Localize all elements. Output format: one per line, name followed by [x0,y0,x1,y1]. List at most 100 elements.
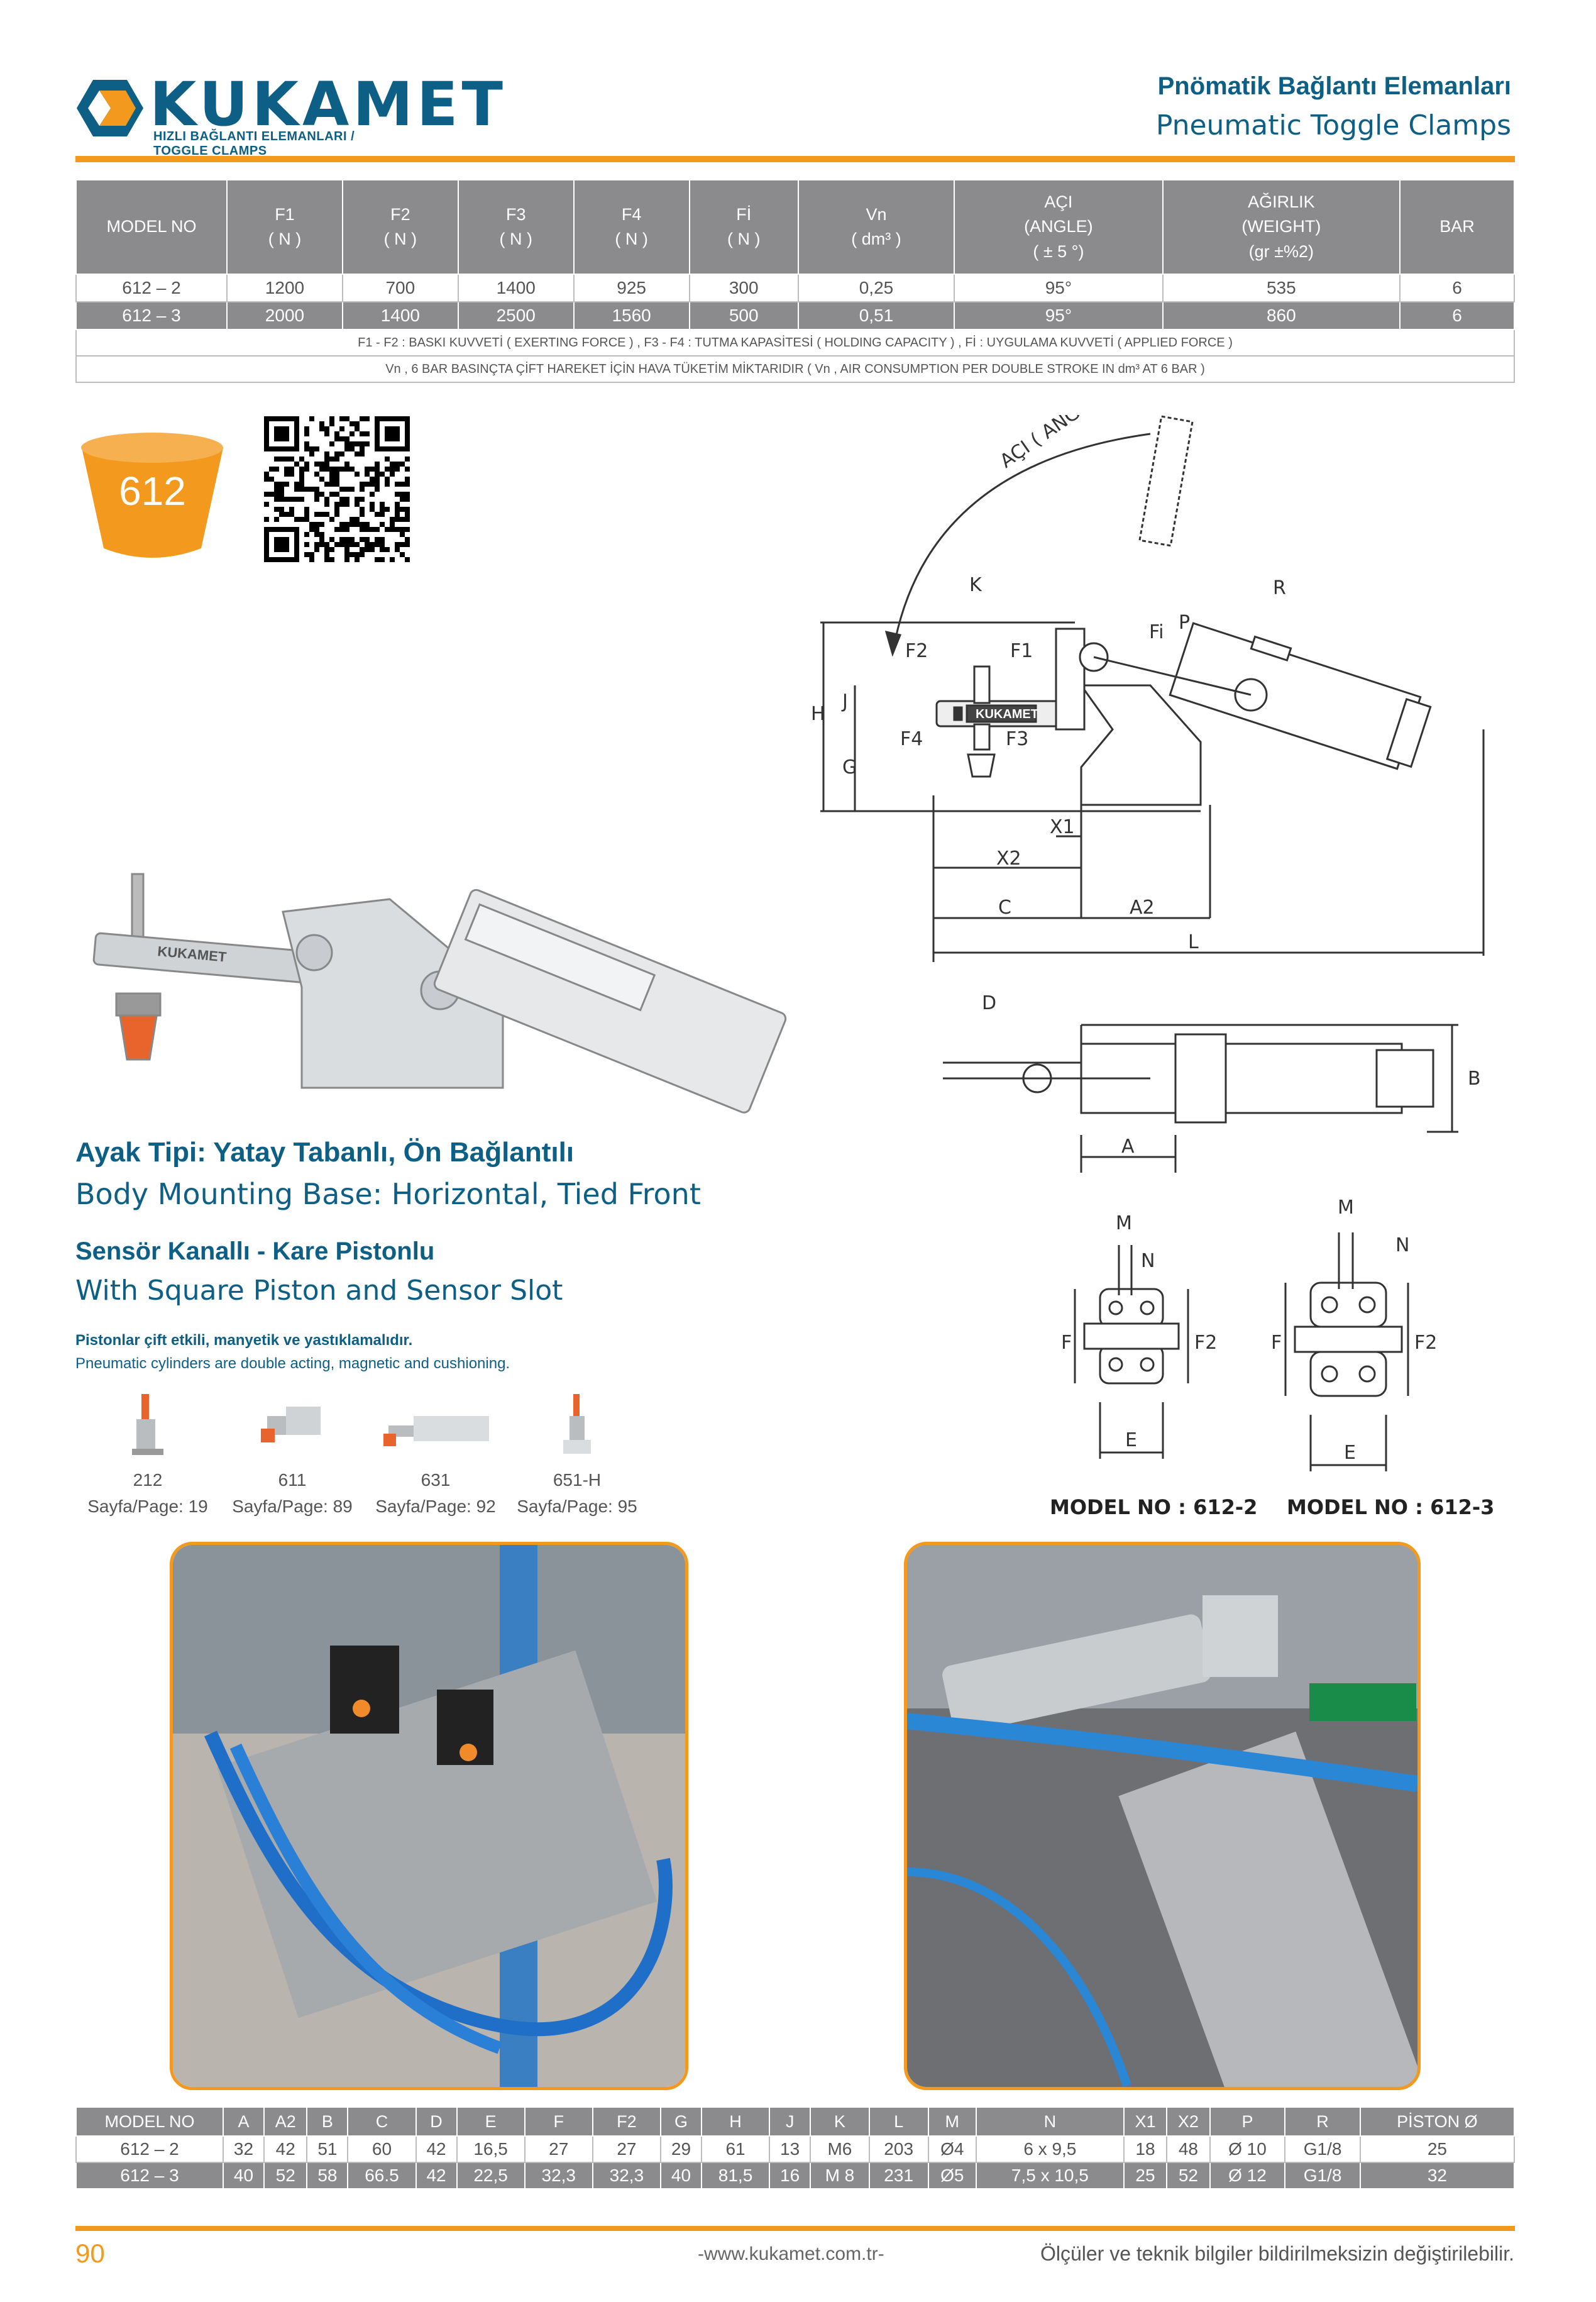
dims-col-header: N [975,2106,1125,2137]
table-cell: 500 [688,301,799,330]
dim-label-f-left: F [1061,1332,1072,1354]
table-cell: 6 [1399,274,1516,302]
table-cell: 612 – 2 [75,274,228,302]
table-cell: 1400 [457,274,575,302]
title-en: Pneumatic Toggle Clamps [1155,109,1511,141]
table-row: 612 – 2 1200 700 1400 925 300 0,25 95° 5… [75,274,1516,302]
table-cell: 1200 [226,274,343,302]
badge-label: 612 [119,468,186,514]
related-product[interactable]: 651-H Sayfa/Page: 95 [505,1391,649,1517]
table-row: 612 – 3 2000 1400 2500 1560 500 0,51 95°… [75,301,1516,330]
table-cell: 60 [347,2135,417,2163]
col-model: MODEL NO [75,179,228,275]
table-cell: 27 [592,2135,661,2163]
related-model: 611 [278,1470,307,1490]
dims-col-header: H [700,2106,771,2137]
dim-label-m-right: M [1338,1197,1354,1219]
application-photo-1 [170,1542,688,2090]
model-label-612-3: MODEL NO : 612-3 [1287,1495,1495,1519]
table-cell: 612 – 3 [75,2162,224,2189]
dim-label-l: L [1188,931,1199,953]
table-cell: 612 – 3 [75,301,228,330]
dim-label-h: H [811,703,825,725]
table-cell: Ø 10 [1209,2135,1286,2163]
table-cell: 32,3 [524,2162,593,2189]
force-label-f2: F2 [905,640,928,662]
col-angle: AÇI(ANGLE)( ± 5 °) [954,179,1164,275]
dim-label-e-right: E [1344,1442,1356,1464]
related-product[interactable]: 611 Sayfa/Page: 89 [220,1391,365,1517]
related-product[interactable]: 631 Sayfa/Page: 92 [363,1391,508,1517]
table-cell: 860 [1162,301,1401,330]
table-cell: 6 x 9,5 [975,2135,1125,2163]
dim-label-x2: X2 [996,848,1021,870]
col-f3: F3( N ) [457,179,575,275]
table-cell: 81,5 [700,2162,771,2189]
related-page: Sayfa/Page: 92 [375,1497,496,1516]
related-model: 631 [421,1470,451,1490]
table-cell: 32 [1359,2162,1516,2189]
force-label-f4: F4 [900,728,923,750]
force-label-f3: F3 [1006,728,1028,750]
col-vn: Vn( dm³ ) [797,179,955,275]
dim-label-fi: Fi [1149,621,1164,643]
brand-tagline: HIZLI BAĞLANTI ELEMANLARI / TOGGLE CLAMP… [153,130,355,158]
table-cell: 1560 [573,301,690,330]
brand-logo: KUKAMET HIZLI BAĞLANTI ELEMANLARI / TOGG… [75,68,503,158]
col-fi: Fİ( N ) [688,179,799,275]
table-cell: 0,25 [797,274,955,302]
table-cell: 52 [263,2162,308,2189]
dim-label-x1: X1 [1050,816,1075,838]
table-cell: 48 [1166,2135,1211,2163]
brand-name: KUKAMET [150,69,507,140]
clamp-611-thumb [261,1407,321,1442]
sensor-title-tr: Sensör Kanallı - Kare Pistonlu [75,1237,435,1265]
table-cell: 2000 [226,301,343,330]
dims-col-header: PİSTON Ø [1359,2106,1516,2137]
table-cell: 42 [263,2135,308,2163]
dims-col-header: E [456,2106,526,2137]
mounting-title-tr: Ayak Tipi: Yatay Tabanlı, Ön Bağlantılı [75,1137,575,1168]
header-divider [75,156,1515,162]
dims-col-header: X1 [1123,2106,1168,2137]
dim-label-n-left: N [1141,1250,1155,1272]
table-cell: 1400 [341,301,459,330]
logo-hexagon-icon [77,80,143,136]
dim-label-n-right: N [1395,1234,1409,1256]
dim-label-k: K [969,574,982,596]
dim-label-r: R [1273,577,1286,599]
dims-col-header: B [306,2106,349,2137]
dims-col-header: K [810,2106,870,2137]
spec-note-forces: F1 - F2 : BASKI KUVVETİ ( EXERTING FORCE… [75,329,1515,357]
table-cell: 42 [415,2135,458,2163]
dims-col-header: F [524,2106,593,2137]
disclaimer: Ölçüler ve teknik bilgiler bildirilmeksi… [1040,2242,1514,2265]
dim-label-m-left: M [1116,1212,1132,1234]
related-product[interactable]: 212 Sayfa/Page: 19 [75,1391,220,1517]
table-cell: 7,5 x 10,5 [975,2162,1125,2189]
dims-col-header: M [927,2106,977,2137]
qr-code[interactable] [264,416,410,562]
dim-label-c: C [998,897,1011,919]
table-cell: M6 [810,2135,870,2163]
table-cell: 40 [223,2162,265,2189]
dims-col-header: L [868,2106,929,2137]
table-cell: 700 [341,274,459,302]
clamp-631-thumb [383,1416,489,1446]
website-link[interactable]: -www.kukamet.com.tr- [698,2244,884,2264]
col-f1: F1( N ) [226,179,343,275]
table-cell: 95° [954,301,1164,330]
table-cell: Ø 12 [1209,2162,1286,2189]
dim-label-f2-right: F2 [1414,1332,1437,1354]
arm-brand-text: KUKAMET [976,707,1038,721]
table-cell: 42 [415,2162,458,2189]
dim-label-a: A [1121,1136,1135,1158]
force-label-f1: F1 [1010,640,1033,662]
dim-label-e-left: E [1125,1429,1137,1451]
footer-divider [75,2226,1515,2231]
table-cell: 16,5 [456,2135,526,2163]
page-header: Pnömatik Bağlantı Elemanları Pneumatic T… [1071,72,1511,141]
piston-note-tr: Pistonlar çift etkili, manyetik ve yastı… [75,1332,413,1349]
